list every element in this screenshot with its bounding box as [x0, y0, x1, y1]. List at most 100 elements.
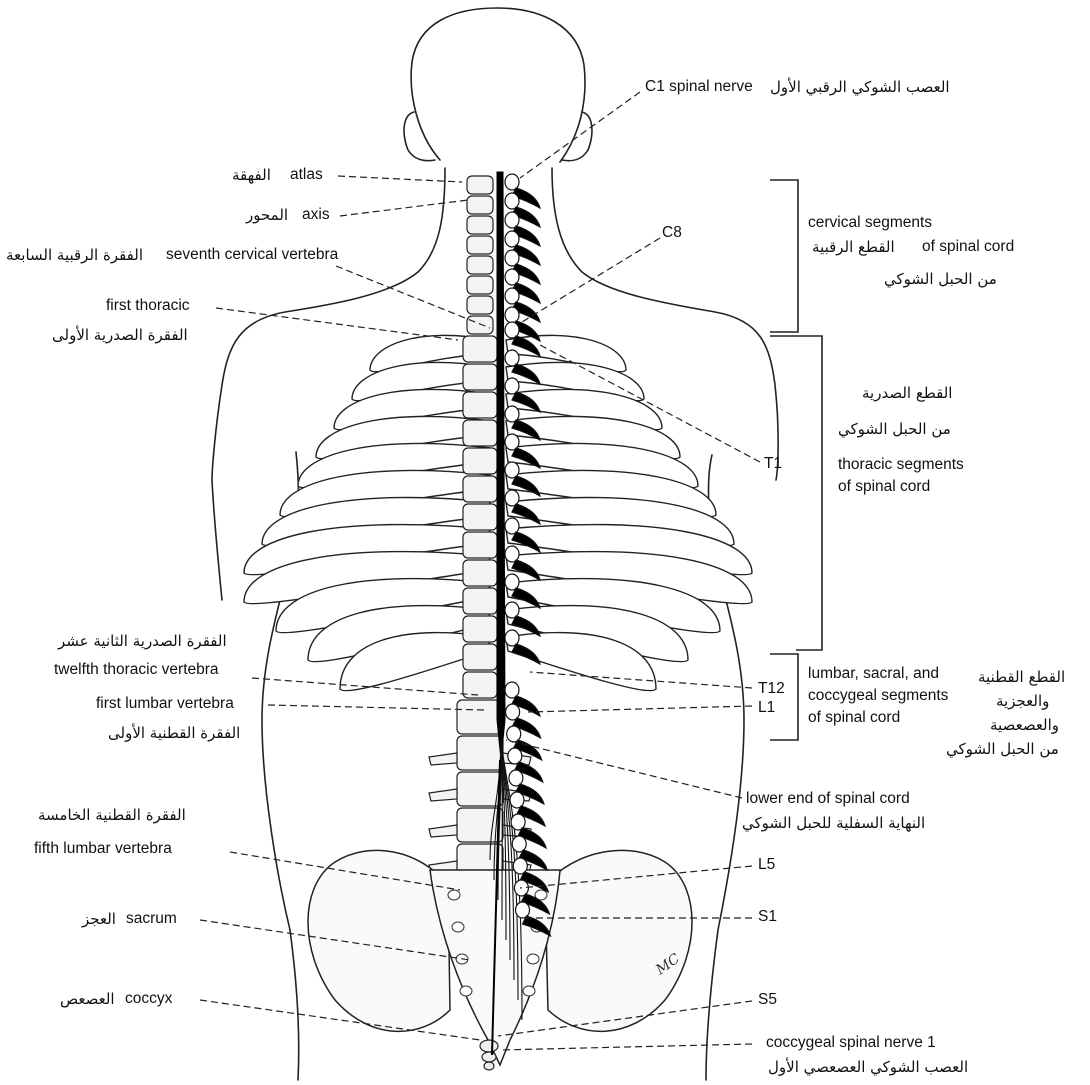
label-sacrum: sacrum	[126, 910, 177, 928]
leader-c1	[520, 92, 640, 178]
vertebra	[467, 276, 493, 294]
vertebra	[467, 316, 493, 334]
leader-axis	[340, 200, 468, 216]
sacral-foramen	[523, 986, 535, 996]
arm-line-left	[212, 480, 222, 600]
sacral-foramen	[452, 922, 464, 932]
label-coccygeal-nerve: coccygeal spinal nerve 1	[766, 1034, 936, 1052]
label-lumbar-segments-3: of spinal cord	[808, 709, 900, 727]
spinal-ganglion	[507, 726, 521, 742]
label-lumbar-segments-ar-1: القطع القطنية	[978, 668, 1065, 686]
right-iliac-bone	[545, 850, 692, 1031]
left-ear	[404, 112, 435, 161]
spinal-ganglion	[505, 307, 519, 323]
label-t1: T1	[764, 455, 782, 473]
vertebra	[463, 504, 497, 530]
vertebra	[463, 560, 497, 586]
label-atlas: atlas	[290, 166, 323, 184]
sacral-foramen	[460, 986, 472, 996]
vertebra	[463, 532, 497, 558]
vertebra	[467, 236, 493, 254]
spinal-ganglion	[506, 704, 520, 720]
label-seventh-cervical-ar: الفقرة الرقبية السابعة	[6, 246, 143, 264]
label-first-thoracic: first thoracic	[106, 297, 190, 315]
label-c1-spinal-nerve: C1 spinal nerve	[645, 78, 753, 96]
label-seventh-cervical: seventh cervical vertebra	[166, 246, 338, 264]
label-s5: S5	[758, 991, 777, 1009]
vertebra	[463, 644, 497, 670]
label-thoracic-segments-2: of spinal cord	[838, 478, 930, 496]
leader-coccygeal-nerve	[500, 1044, 752, 1050]
leader-first-lumbar	[268, 705, 484, 710]
label-lumbar-segments-ar-4: من الحبل الشوكي	[946, 740, 1059, 758]
spinal-ganglion	[505, 250, 519, 266]
spinal-ganglion	[505, 350, 519, 366]
label-twelfth-thoracic-ar: الفقرة الصدرية الثانية عشر	[58, 632, 227, 650]
label-l5: L5	[758, 856, 775, 874]
spinal-ganglion	[508, 748, 522, 764]
coccyx-segment	[480, 1040, 498, 1052]
label-lower-end-ar: النهاية السفلية للحبل الشوكي	[742, 814, 925, 832]
transverse-process	[429, 753, 457, 765]
transverse-process	[429, 825, 457, 837]
spinal-ganglion	[505, 288, 519, 304]
label-thoracic-segments-1: thoracic segments	[838, 456, 964, 474]
spinal-ganglion	[505, 406, 519, 422]
label-l1: L1	[758, 699, 775, 717]
label-c8: C8	[662, 224, 682, 242]
label-lumbar-segments-ar-3: والعصعصية	[990, 716, 1059, 734]
spinal-ganglion	[505, 682, 519, 698]
spinal-ganglion	[516, 902, 530, 918]
spinal-ganglion	[505, 322, 519, 338]
vertebra	[463, 364, 497, 390]
spinal-ganglion	[505, 378, 519, 394]
coccyx-segment	[484, 1062, 494, 1070]
label-s1: S1	[758, 908, 777, 926]
left-iliac-bone	[308, 850, 450, 1031]
spinal-ganglion	[505, 546, 519, 562]
sacral-foramen	[527, 954, 539, 964]
label-lumbar-segments-2: coccygeal segments	[808, 687, 948, 705]
label-t12: T12	[758, 680, 785, 698]
label-lumbar-segments-ar-2: والعجزية	[996, 692, 1049, 710]
spinal-ganglion	[511, 814, 525, 830]
spinal-ganglion	[509, 770, 523, 786]
spinal-ganglion	[510, 792, 524, 808]
vertebra	[467, 256, 493, 274]
label-fifth-lumbar-ar: الفقرة القطنية الخامسة	[38, 806, 186, 824]
vertebra	[457, 736, 503, 770]
label-axis: axis	[302, 206, 330, 224]
label-c1-spinal-nerve-ar: العصب الشوكي الرقبي الأول	[770, 78, 950, 96]
spinal-ganglion	[505, 630, 519, 646]
vertebra	[463, 476, 497, 502]
label-sacrum-ar: العجز	[82, 910, 116, 928]
label-cervical-segments-ar-1: القطع الرقبية	[812, 238, 895, 256]
sacral-foramen	[448, 890, 460, 900]
spinal-ganglion	[505, 174, 519, 190]
vertebra	[463, 420, 497, 446]
coccyx-segment	[482, 1052, 496, 1062]
label-first-thoracic-ar: الفقرة الصدرية الأولى	[52, 326, 188, 344]
label-coccygeal-nerve-ar: العصب الشوكي العصعصي الأول	[768, 1058, 968, 1076]
spinal-ganglion	[505, 269, 519, 285]
vertebra	[463, 588, 497, 614]
vertebra	[463, 448, 497, 474]
spinal-ganglion	[505, 518, 519, 534]
leader-l1	[528, 706, 752, 712]
vertebra	[463, 616, 497, 642]
spinal-ganglion	[512, 836, 526, 852]
leader-atlas	[338, 176, 462, 182]
label-axis-ar: المحور	[246, 206, 288, 224]
spinal-ganglion	[505, 490, 519, 506]
label-lumbar-segments-1: lumbar, sacral, and	[808, 665, 939, 683]
label-twelfth-thoracic: twelfth thoracic vertebra	[54, 661, 219, 679]
label-coccyx-ar: العصعص	[60, 990, 115, 1008]
label-thoracic-segments-ar-1: القطع الصدرية	[862, 384, 952, 402]
vertebra	[467, 176, 493, 194]
spinal-ganglion	[505, 434, 519, 450]
vertebra	[463, 392, 497, 418]
label-cervical-segments-2: of spinal cord	[922, 238, 1014, 256]
spinal-cord	[497, 172, 505, 760]
vertebra	[467, 216, 493, 234]
label-first-lumbar-ar: الفقرة القطنية الأولى	[108, 724, 240, 742]
